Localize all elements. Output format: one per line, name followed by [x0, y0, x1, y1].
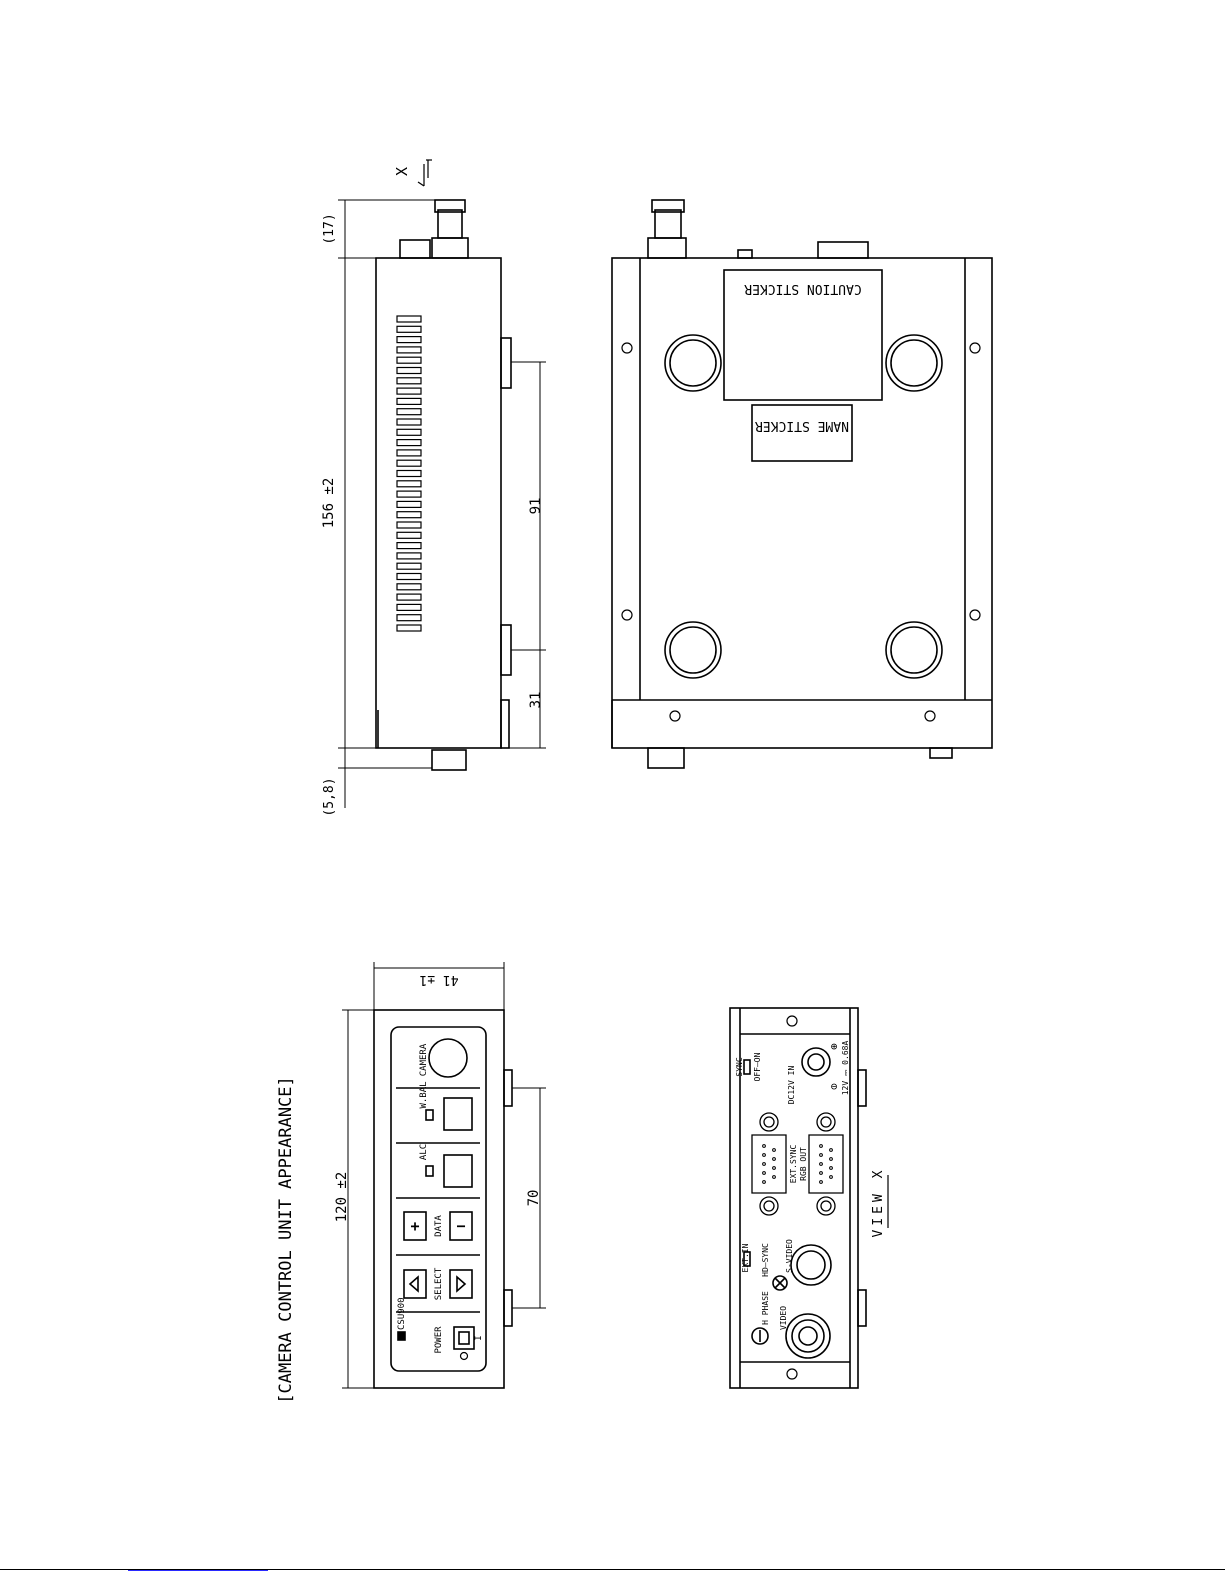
label-select: SELECT	[434, 1267, 444, 1300]
label-wbal: W.BAL	[419, 1081, 429, 1108]
label-plus: +	[410, 1217, 419, 1235]
dim-front-foot-spacing: 70	[526, 1190, 542, 1207]
label-data: DATA	[434, 1215, 444, 1237]
label-rgb-out: RGB OUT	[799, 1147, 808, 1181]
label-camera: CAMERA	[419, 1043, 429, 1076]
footer-link-underline	[128, 1570, 268, 1571]
label-power: POWER	[434, 1326, 444, 1354]
dim-foot-end: 31	[528, 692, 544, 709]
label-model: CSU900	[397, 1297, 407, 1330]
label-dc-in: DC12V IN	[787, 1066, 796, 1105]
name-sticker-label: NAME STICKER	[755, 418, 849, 433]
label-hd-sync: HD—SYNC	[761, 1243, 770, 1277]
diagram-title: [CAMERA CONTROL UNIT APPEARANCE]	[276, 1076, 296, 1404]
label-polarity-minus: ⊖	[831, 1080, 838, 1093]
label-s-video: S-VIDEO	[785, 1239, 794, 1273]
label-alc: ALC	[419, 1144, 429, 1160]
label-polarity-plus: ⊕	[831, 1040, 838, 1053]
label-ext-in: EXT.IN	[741, 1243, 750, 1272]
label-sync: SYNC	[735, 1057, 744, 1076]
dim-foot-spacing: 91	[528, 498, 544, 515]
label-ext-sync: EXT.SYNC	[789, 1145, 798, 1184]
label-power-rating: 12V ⎓ 0.68A	[841, 1041, 850, 1096]
dim-height: 41 ±1	[419, 972, 458, 987]
dim-length: 156 ±2	[321, 478, 337, 529]
label-minus: −	[456, 1217, 465, 1235]
view-x-caption: VIEW X	[871, 1167, 886, 1238]
label-video: VIDEO	[779, 1306, 788, 1330]
label-h-phase: H PHASE	[761, 1291, 770, 1325]
dim-bottom-offset: (5,8)	[322, 777, 337, 816]
dim-connector-top: (17)	[322, 213, 337, 244]
dim-width: 120 ±2	[334, 1172, 350, 1223]
label-off-on: OFF—ON	[753, 1052, 762, 1081]
view-letter: X	[393, 167, 411, 176]
label-power-on: I	[474, 1335, 484, 1340]
caution-sticker-label: CAUTION STICKER	[744, 281, 862, 296]
